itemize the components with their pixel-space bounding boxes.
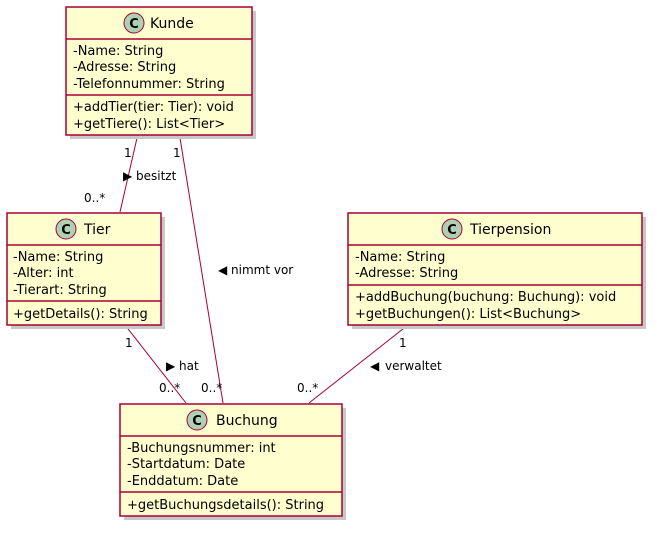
class-tierpension[interactable]: C Tierpension -Name: String -Adresse: St… — [347, 212, 646, 329]
direction-arrow-icon: ◀ — [218, 263, 228, 277]
class-stereotype-icon — [441, 218, 463, 240]
class-stereotype-icon — [123, 12, 145, 34]
class-stereotype-letter: C — [192, 414, 202, 429]
attribute: -Name: String — [13, 250, 103, 265]
attribute: -Enddatum: Date — [127, 474, 238, 489]
multiplicity-source: 1 — [173, 146, 181, 160]
association-tierpension-buchung: 1 0..* ◀ verwaltet — [297, 324, 442, 404]
association-label: nimmt vor — [231, 263, 293, 277]
class-box — [65, 6, 253, 136]
multiplicity-target: 0..* — [159, 381, 180, 395]
class-tier[interactable]: C Tier -Name: String -Alter: int -Tierar… — [6, 212, 165, 329]
direction-arrow-icon: ▶ — [123, 169, 133, 183]
class-buchung[interactable]: C Buchung -Buchungsnummer: int -Startdat… — [119, 403, 346, 520]
class-box — [6, 212, 162, 326]
edge-line — [179, 137, 224, 404]
edge-line — [308, 324, 409, 404]
attribute: -Telefonnummer: String — [73, 77, 225, 92]
attribute: -Adresse: String — [73, 60, 176, 75]
class-stereotype-letter: C — [129, 17, 139, 32]
attribute: -Name: String — [73, 44, 163, 59]
attribute: -Name: String — [355, 250, 445, 265]
class-name: Tierpension — [469, 222, 551, 238]
method: +getDetails(): String — [13, 307, 148, 322]
attribute: -Adresse: String — [355, 266, 458, 281]
attribute: -Alter: int — [13, 266, 74, 281]
class-name: Buchung — [216, 413, 278, 429]
method: +addTier(tier: Tier): void — [73, 100, 234, 115]
association-label: verwaltet — [385, 359, 442, 373]
association-kunde-tier: 1 0..* ▶ besitzt — [84, 137, 177, 213]
edge-line — [119, 137, 138, 213]
class-stereotype-letter: C — [447, 223, 457, 238]
multiplicity-target: 0..* — [297, 381, 318, 395]
method: +getBuchungsdetails(): String — [127, 498, 324, 513]
association-tier-buchung: 1 0..* ▶ hat — [124, 324, 199, 404]
class-name: Tier — [83, 222, 111, 238]
multiplicity-target: 0..* — [84, 191, 105, 205]
multiplicity-target: 0..* — [201, 381, 222, 395]
direction-arrow-icon: ◀ — [370, 359, 380, 373]
class-box — [347, 212, 643, 326]
class-box — [119, 403, 343, 517]
association-label: hat — [179, 359, 199, 373]
class-stereotype-icon — [55, 218, 77, 240]
association-kunde-buchung: 1 0..* ◀ nimmt vor — [173, 137, 293, 404]
class-stereotype-icon — [186, 409, 208, 431]
multiplicity-source: 1 — [399, 336, 407, 350]
class-stereotype-letter: C — [61, 223, 71, 238]
method: +getBuchungen(): List<Buchung> — [355, 307, 581, 322]
class-kunde[interactable]: C Kunde -Name: String -Adresse: String -… — [65, 6, 256, 139]
multiplicity-source: 1 — [125, 336, 133, 350]
attribute: -Tierart: String — [13, 283, 107, 298]
association-label: besitzt — [136, 169, 177, 183]
direction-arrow-icon: ▶ — [166, 359, 176, 373]
method: +getTiere(): List<Tier> — [73, 117, 225, 132]
method: +addBuchung(buchung: Buchung): void — [355, 290, 616, 305]
class-name: Kunde — [150, 16, 194, 32]
multiplicity-source: 1 — [124, 146, 132, 160]
attribute: -Startdatum: Date — [127, 457, 245, 472]
edge-line — [124, 324, 187, 404]
attribute: -Buchungsnummer: int — [127, 441, 276, 456]
